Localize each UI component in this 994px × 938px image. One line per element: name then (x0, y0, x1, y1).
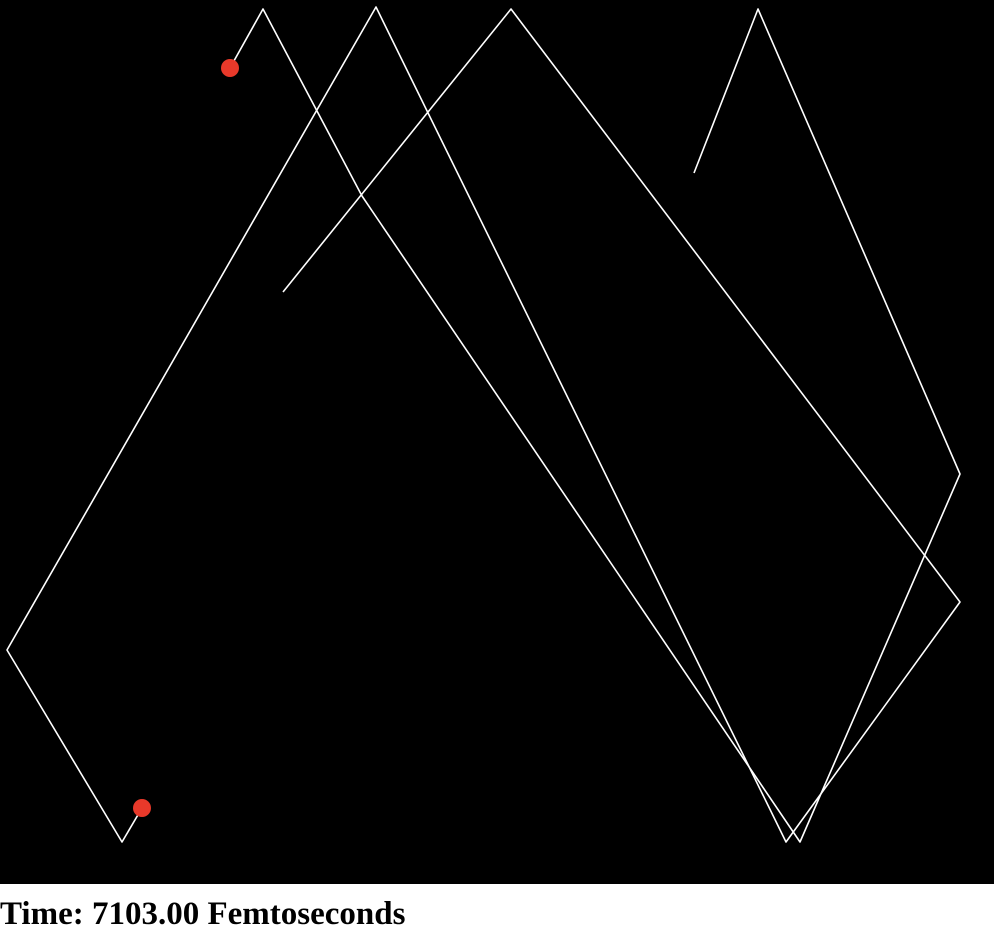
particle-trail-a (229, 8, 961, 843)
status-bar: Time: 7103.00 Femtoseconds (0, 884, 994, 938)
simulation-canvas (0, 0, 994, 884)
time-label: Time: (0, 896, 84, 932)
particle-trail-b (6, 6, 961, 843)
particle-a (221, 59, 239, 77)
time-value: 7103.00 (91, 896, 200, 932)
particle-b (133, 799, 151, 817)
time-readout: Time: 7103.00 Femtoseconds (0, 894, 405, 934)
time-unit: Femtoseconds (207, 896, 406, 932)
